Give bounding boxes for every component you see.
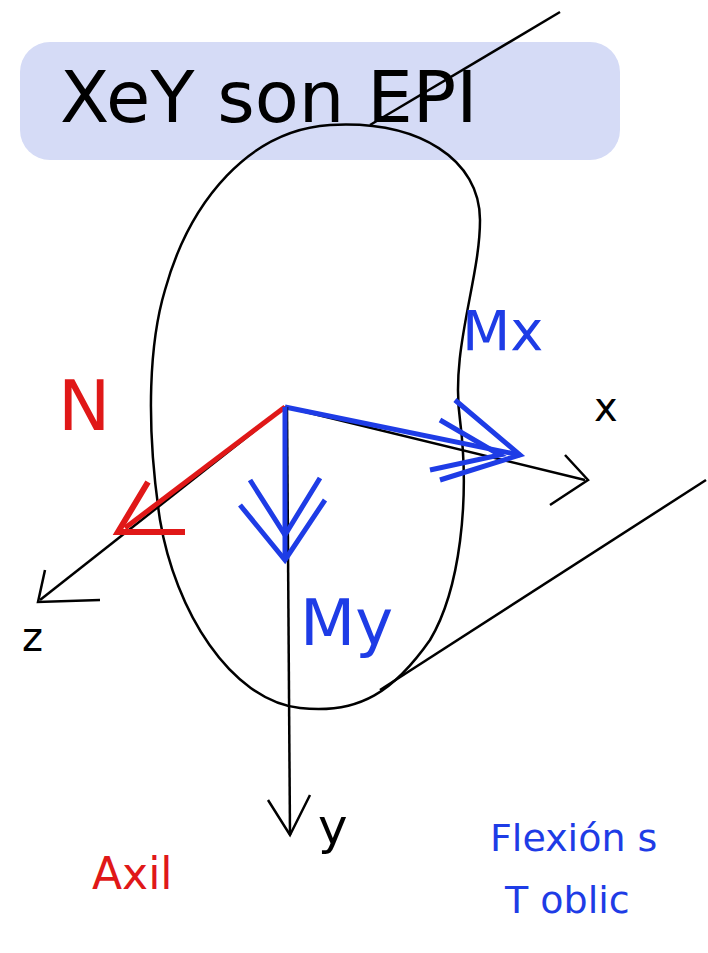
- axis-label: z: [22, 615, 43, 659]
- moment-label: Mx: [462, 300, 543, 362]
- axial-arrowhead: [118, 482, 185, 532]
- moment-label: My: [300, 588, 393, 658]
- z-arrowhead: [38, 570, 100, 602]
- note: T oblic: [505, 880, 630, 922]
- axis-label: x: [594, 385, 618, 429]
- y-arrowhead: [268, 795, 310, 835]
- axis-label: y: [318, 800, 348, 855]
- cross-section-outline: [151, 125, 480, 710]
- note: Flexión s: [490, 818, 657, 860]
- prism-edge: [380, 480, 706, 690]
- double-arrowhead: [430, 400, 520, 480]
- axial-force-arrow: [125, 407, 285, 528]
- title: XeY son EPI: [60, 58, 477, 137]
- double-arrowhead: [240, 478, 325, 560]
- highlighter-band: [20, 42, 620, 160]
- note: Axil: [92, 850, 173, 898]
- x-arrowhead: [550, 455, 588, 505]
- force-label: N: [58, 368, 110, 445]
